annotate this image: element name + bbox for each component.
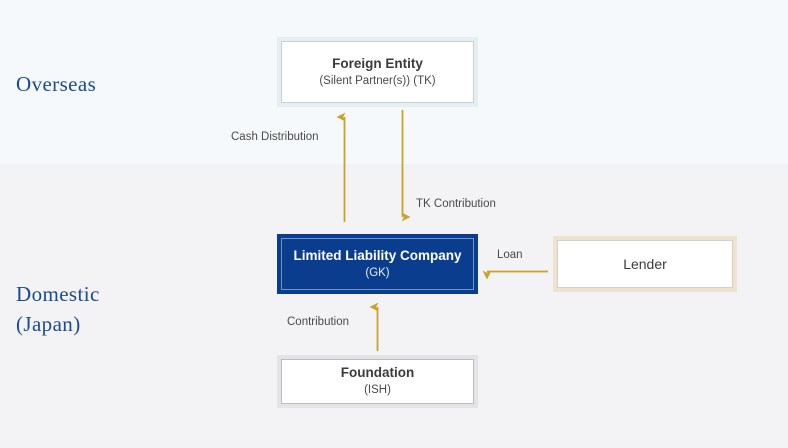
edge-label-contribution: Contribution — [287, 316, 350, 328]
node-foreign-entity[interactable]: Foreign Entity (Silent Partner(s)) (TK) — [277, 37, 478, 107]
node-foreign-entity-title: Foreign Entity — [332, 55, 423, 71]
node-limited-liability-company-title: Limited Liability Company — [293, 247, 462, 263]
node-limited-liability-company-subtitle: (GK) — [365, 266, 390, 279]
edge-label-loan: Loan — [497, 249, 523, 261]
node-foreign-entity-subtitle: (Silent Partner(s)) (TK) — [319, 74, 436, 87]
region-label-overseas: Overseas — [16, 72, 97, 96]
edge-label-cash-distribution: Cash Distribution — [231, 131, 319, 143]
node-lender-title: Lender — [623, 256, 667, 272]
node-limited-liability-company-inner: Limited Liability Company (GK) — [281, 238, 474, 290]
node-limited-liability-company[interactable]: Limited Liability Company (GK) — [277, 234, 478, 294]
node-foundation-title: Foundation — [340, 365, 415, 380]
node-foundation-inner: Foundation (ISH) — [281, 359, 474, 404]
region-label-domestic: Domestic (Japan) — [16, 282, 100, 336]
node-lender[interactable]: Lender — [553, 236, 737, 292]
node-lender-inner: Lender — [557, 240, 733, 288]
node-foundation[interactable]: Foundation (ISH) — [277, 355, 478, 408]
node-foreign-entity-inner: Foreign Entity (Silent Partner(s)) (TK) — [281, 41, 474, 103]
edge-label-tk-contribution: TK Contribution — [416, 198, 496, 210]
node-foundation-subtitle: (ISH) — [364, 384, 391, 396]
